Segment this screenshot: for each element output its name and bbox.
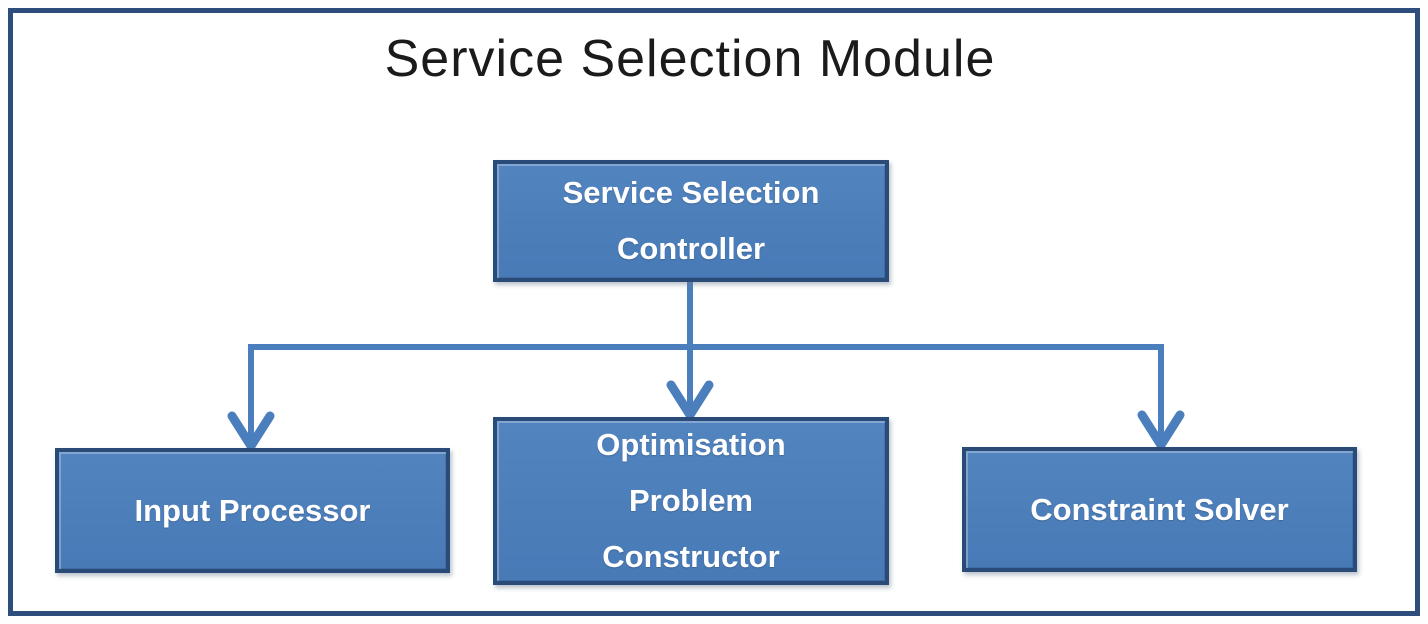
- node-service-selection-controller-label: Service Selection Controller: [562, 175, 820, 266]
- node-optimisation-problem-constructor-label: Optimisation Problem Constructor: [596, 427, 786, 574]
- node-optimisation-problem-constructor: Optimisation Problem Constructor: [493, 417, 889, 585]
- node-constraint-solver: Constraint Solver: [962, 447, 1357, 572]
- node-input-processor-label: Input Processor: [134, 492, 371, 528]
- node-input-processor: Input Processor: [55, 448, 450, 573]
- node-constraint-solver-label: Constraint Solver: [1030, 491, 1289, 527]
- node-service-selection-controller: Service Selection Controller: [493, 160, 889, 282]
- diagram-title: Service Selection Module: [384, 30, 996, 88]
